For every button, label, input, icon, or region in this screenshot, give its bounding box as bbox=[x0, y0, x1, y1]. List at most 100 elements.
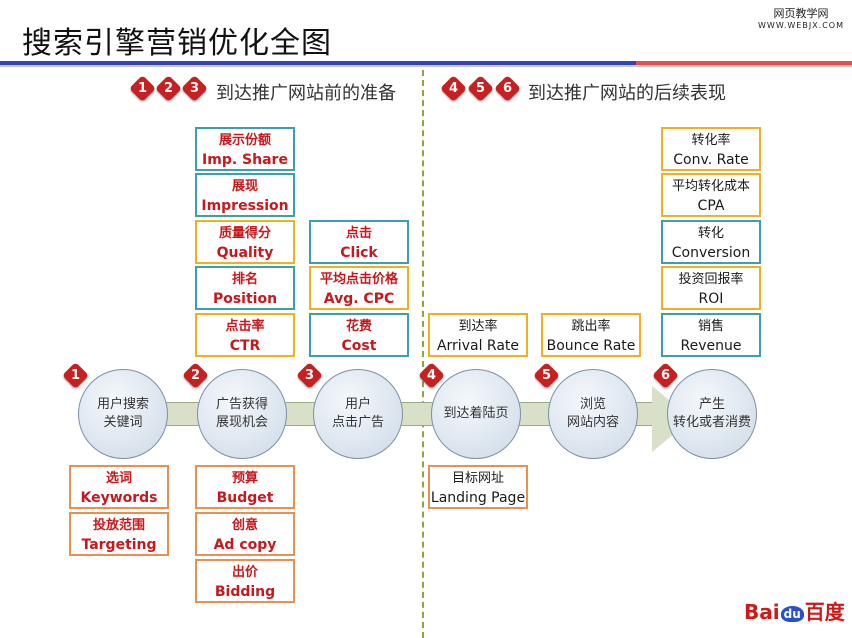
step-line1: 产生 bbox=[698, 397, 725, 412]
factor-en: Budget bbox=[216, 490, 274, 506]
step-circle-search: 用户搜索 关键词 bbox=[78, 369, 168, 459]
section-right-badge-5: 5 bbox=[467, 75, 494, 102]
step-line2: 关键词 bbox=[103, 415, 143, 430]
metric-en: CTR bbox=[229, 338, 261, 354]
section-left-badge-2: 2 bbox=[155, 75, 182, 102]
section-left-badge-1: 1 bbox=[129, 75, 156, 102]
metric-box-cost: 花费 Cost bbox=[309, 313, 409, 357]
metric-cn: 展现 bbox=[231, 179, 258, 194]
factor-en: Bidding bbox=[214, 584, 276, 600]
metric-cn: 平均转化成本 bbox=[671, 179, 750, 194]
metric-box-click: 点击 Click bbox=[309, 220, 409, 264]
step-line2: 展现机会 bbox=[215, 415, 268, 430]
metric-box-cpa: 平均转化成本 CPA bbox=[661, 173, 761, 217]
step-line1: 用户搜索 bbox=[96, 397, 149, 412]
metric-cn: 排名 bbox=[231, 272, 258, 287]
step-circle-impression: 广告获得 展现机会 bbox=[197, 369, 287, 459]
baidu-logo-cn: 百度 bbox=[804, 600, 845, 624]
metric-cn: 点击率 bbox=[225, 319, 265, 334]
step-badge-2: 2 bbox=[182, 362, 209, 389]
metric-cn: 花费 bbox=[345, 319, 372, 334]
factor-en: Keywords bbox=[80, 490, 158, 506]
step-circle-click: 用户 点击广告 bbox=[313, 369, 403, 459]
header-rule-red bbox=[636, 61, 852, 65]
baidu-paw-icon: du bbox=[780, 605, 804, 622]
process-track bbox=[100, 402, 740, 426]
metric-box-revenue: 销售 Revenue bbox=[661, 313, 761, 357]
metric-en: Arrival Rate bbox=[436, 338, 520, 354]
factor-box-ad-copy: 创意 Ad copy bbox=[195, 512, 295, 556]
factor-box-bidding: 出价 Bidding bbox=[195, 559, 295, 603]
metric-box-impression: 展现 Impression bbox=[195, 173, 295, 217]
metric-box-bounce-rate: 跳出率 Bounce Rate bbox=[541, 313, 641, 357]
step-badge-3: 3 bbox=[296, 362, 323, 389]
metric-cn: 跳出率 bbox=[571, 319, 611, 334]
metric-en: Avg. CPC bbox=[323, 291, 395, 307]
section-right-badge-6: 6 bbox=[494, 75, 521, 102]
step-badge-1: 1 bbox=[62, 362, 89, 389]
metric-en: Conversion bbox=[671, 245, 751, 261]
factor-cn: 选词 bbox=[105, 471, 132, 486]
metric-box-position: 排名 Position bbox=[195, 266, 295, 310]
factor-box-targeting: 投放范围 Targeting bbox=[69, 512, 169, 556]
metric-box-avg-cpc: 平均点击价格 Avg. CPC bbox=[309, 266, 409, 310]
factor-box-budget: 预算 Budget bbox=[195, 465, 295, 509]
metric-box-roi: 投资回报率 ROI bbox=[661, 266, 761, 310]
step-line1: 广告获得 bbox=[215, 397, 268, 412]
metric-en: Quality Score bbox=[216, 245, 274, 281]
metric-en: Imp. Share bbox=[202, 152, 288, 168]
metric-cn: 销售 bbox=[697, 319, 724, 334]
metric-cn: 平均点击价格 bbox=[319, 272, 398, 287]
watermark-line1: 网页教学网 bbox=[773, 7, 829, 20]
metric-cn: 展示份额 bbox=[218, 133, 271, 148]
metric-cn: 点击 bbox=[345, 226, 372, 241]
metric-cn: 到达率 bbox=[458, 319, 498, 334]
factor-cn: 预算 bbox=[231, 471, 258, 486]
metric-en: Impression bbox=[201, 198, 289, 214]
factor-en: Ad copy bbox=[213, 537, 277, 553]
watermark-line2: WWW.WEBJX.COM bbox=[758, 21, 844, 30]
section-right-title: 到达推广网站的后续表现 bbox=[528, 83, 726, 104]
step-line1: 浏览 bbox=[579, 397, 606, 412]
step-line2: 转化或者消费 bbox=[672, 415, 751, 430]
factor-cn: 投放范围 bbox=[92, 518, 145, 533]
step-line1: 用户 bbox=[344, 397, 371, 412]
factor-box-keywords: 选词 Keywords bbox=[69, 465, 169, 509]
metric-en: CPA bbox=[697, 198, 725, 214]
factor-en: Landing Page bbox=[430, 490, 526, 506]
header-rule-gray bbox=[0, 65, 852, 67]
factor-cn: 目标网址 bbox=[451, 471, 504, 486]
page-title: 搜索引擎营销优化全图 bbox=[22, 26, 332, 61]
section-right-badge-4: 4 bbox=[440, 75, 467, 102]
metric-box-ctr: 点击率 CTR bbox=[195, 313, 295, 357]
factor-cn: 出价 bbox=[231, 565, 258, 580]
baidu-logo-bai: Bai bbox=[744, 600, 780, 624]
section-left-badge-3: 3 bbox=[181, 75, 208, 102]
metric-en: Revenue bbox=[680, 338, 742, 354]
factor-box-landing-page: 目标网址 Landing Page bbox=[428, 465, 528, 509]
metric-box-arrival-rate: 到达率 Arrival Rate bbox=[428, 313, 528, 357]
metric-en: ROI bbox=[698, 291, 724, 307]
metric-cn: 投资回报率 bbox=[678, 272, 744, 287]
step-circle-browse: 浏览 网站内容 bbox=[548, 369, 638, 459]
step-circle-landing: 到达着陆页 bbox=[431, 369, 521, 459]
step-line2: 网站内容 bbox=[566, 415, 619, 430]
watermark: 网页教学网 WWW.WEBJX.COM bbox=[758, 8, 844, 32]
section-left-title: 到达推广网站前的准备 bbox=[216, 83, 396, 104]
metric-en: Bounce Rate bbox=[546, 338, 636, 354]
metric-box-conversion: 转化 Conversion bbox=[661, 220, 761, 264]
factor-cn: 创意 bbox=[231, 518, 258, 533]
section-divider bbox=[422, 70, 424, 638]
metric-box-conv-rate: 转化率 Conv. Rate bbox=[661, 127, 761, 171]
metric-en: Cost bbox=[341, 338, 377, 354]
step-circle-convert: 产生 转化或者消费 bbox=[667, 369, 757, 459]
step-line1: 到达着陆页 bbox=[443, 406, 509, 421]
metric-box-quality-score: 质量得分 Quality Score bbox=[195, 220, 295, 281]
header-rule-blue bbox=[0, 61, 636, 65]
metric-cn: 转化 bbox=[697, 226, 724, 241]
metric-en: Click bbox=[340, 245, 378, 261]
metric-en: Position bbox=[212, 291, 278, 307]
factor-en: Targeting bbox=[81, 537, 157, 553]
metric-cn: 质量得分 bbox=[218, 226, 271, 241]
